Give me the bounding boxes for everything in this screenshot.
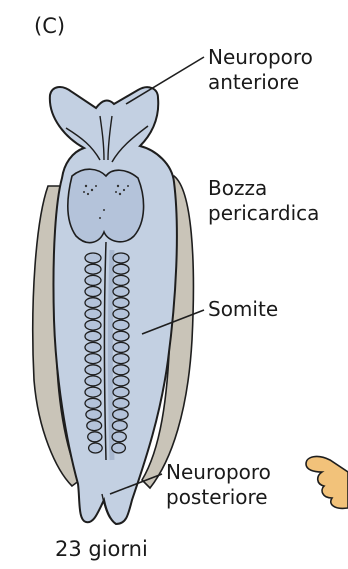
somite-right <box>113 320 129 330</box>
label-line: Neuroporo <box>208 45 313 70</box>
label-neuroporo-anteriore: Neuroporo anteriore <box>208 45 313 95</box>
somite-right <box>113 376 129 386</box>
somite-left <box>85 264 101 274</box>
somite-left <box>87 421 102 431</box>
somite-left <box>85 309 101 319</box>
somite-left <box>85 331 101 341</box>
somite-left <box>85 342 101 352</box>
label-line: Neuroporo <box>166 460 271 485</box>
somite-left <box>85 387 101 397</box>
hand-illustration <box>306 457 348 509</box>
somite-right <box>113 253 129 263</box>
panel-label: (C) <box>34 14 65 39</box>
somite-right <box>113 342 129 352</box>
somite-right <box>112 432 126 442</box>
label-bozza-pericardica: Bozza pericardica <box>208 176 319 226</box>
somite-right <box>113 365 129 375</box>
somite-left <box>85 365 101 375</box>
somite-right <box>113 410 128 420</box>
somite-right <box>113 264 129 274</box>
somite-right <box>113 275 129 285</box>
pericardial-bulge <box>68 169 144 242</box>
label-line: pericardica <box>208 201 319 226</box>
somite-right <box>112 421 127 431</box>
somite-left <box>85 320 101 330</box>
somite-right <box>113 309 129 319</box>
age-caption: 23 giorni <box>55 537 148 562</box>
somite-left <box>85 253 101 263</box>
somite-right <box>113 398 129 408</box>
somite-left <box>86 410 101 420</box>
somite-right <box>113 354 129 364</box>
label-neuroporo-posteriore: Neuroporo posteriore <box>166 460 271 510</box>
neural-groove-shadow <box>111 250 113 460</box>
somite-right <box>113 331 129 341</box>
label-somite: Somite <box>208 297 278 322</box>
label-line: Bozza <box>208 176 319 201</box>
label-line: Somite <box>208 297 278 322</box>
label-line: posteriore <box>166 485 271 510</box>
somite-left <box>85 398 101 408</box>
somite-right <box>113 387 129 397</box>
somite-right <box>113 287 129 297</box>
somite-left <box>85 275 101 285</box>
somite-left <box>85 376 101 386</box>
somite-left <box>85 298 101 308</box>
somite-left <box>85 354 101 364</box>
somite-left <box>85 287 101 297</box>
label-line: anteriore <box>208 70 313 95</box>
somite-right <box>112 443 126 453</box>
somite-left <box>89 443 103 453</box>
somite-left <box>88 432 102 442</box>
somite-right <box>113 298 129 308</box>
leader-neuroporo-anteriore <box>126 57 204 104</box>
